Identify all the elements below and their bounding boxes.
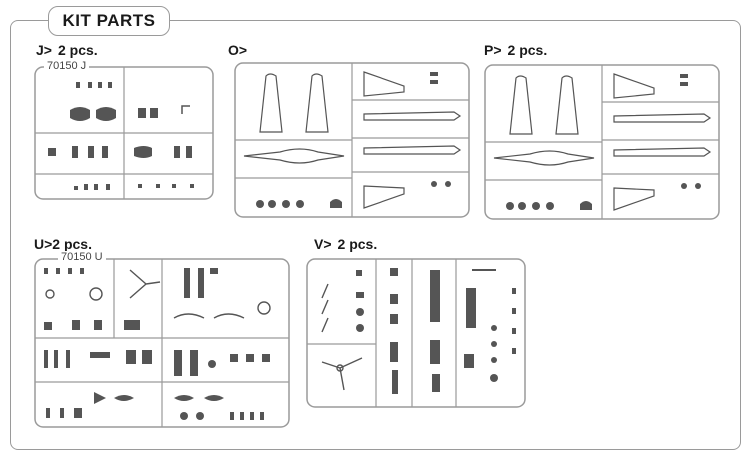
sprue-p-drawing <box>484 64 720 220</box>
sprue-u-label: U>2 pcs. <box>34 236 92 252</box>
sprue-o-drawing <box>234 62 470 218</box>
page-title: KIT PARTS <box>48 6 170 36</box>
sprue-p-label: P>2 pcs. <box>484 42 548 58</box>
sprue-v-drawing <box>306 258 526 408</box>
sprue-u-code: 70150 U <box>58 251 106 263</box>
sprue-j-label: J>2 pcs. <box>36 42 98 58</box>
sprue-v-label: V>2 pcs. <box>314 236 378 252</box>
sprue-u-drawing <box>34 258 290 428</box>
kit-parts-frame <box>10 20 741 450</box>
sprue-j-code: 70150 J <box>44 60 90 72</box>
sprue-o-label: O> <box>228 42 248 58</box>
sprue-j-drawing <box>34 66 214 200</box>
